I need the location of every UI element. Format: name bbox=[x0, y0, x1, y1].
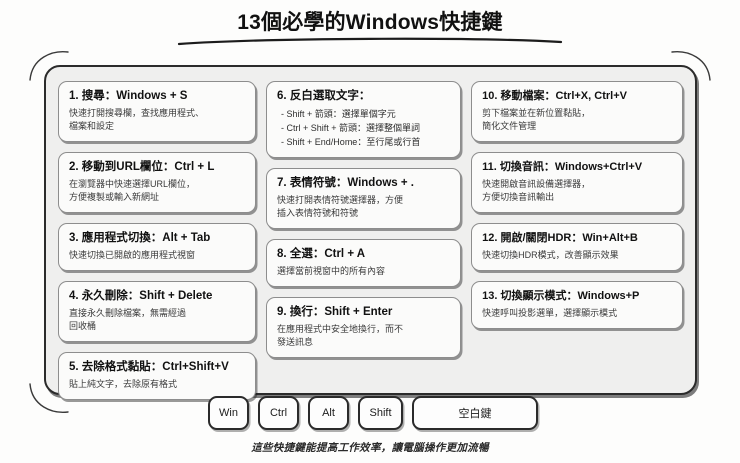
shortcut-card[interactable]: 11. 切換音訊：Windows+Ctrl+V 快速開啟音訊設備選擇器，方便切換… bbox=[471, 152, 683, 213]
shortcut-title: 1. 搜尋：Windows + S bbox=[69, 90, 188, 102]
corner-arc-bottom-left bbox=[29, 383, 69, 413]
key-space[interactable]: 空白鍵 bbox=[412, 396, 538, 430]
shortcut-columns: 1. 搜尋：Windows + S 快速打開搜尋欄，查找應用程式、檔案和設定 2… bbox=[46, 67, 695, 400]
shortcut-desc: 在瀏覽器中快速選擇URL欄位，方便複製或輸入新網址 bbox=[69, 179, 196, 202]
shortcut-card[interactable]: 1. 搜尋：Windows + S 快速打開搜尋欄，查找應用程式、檔案和設定 bbox=[58, 81, 257, 142]
shortcut-card[interactable]: 3. 應用程式切換：Alt + Tab 快速切換已開啟的應用程式視窗 bbox=[58, 223, 257, 271]
shortcut-desc: 快速打開表情符號選擇器，方便插入表情符號和符號 bbox=[277, 195, 404, 218]
shortcut-sub-list: - Shift + 箭頭：選擇單個字元 - Ctrl + Shift + 箭頭：選… bbox=[277, 107, 450, 149]
shortcut-card[interactable]: 13. 切換顯示模式：Windows+P 快速呼叫投影選單，選擇顯示模式 bbox=[471, 281, 683, 329]
title-underline-decoration bbox=[177, 37, 563, 46]
page-title: 13個必學的Windows快捷鍵 bbox=[237, 11, 503, 34]
shortcut-card[interactable]: 12. 開啟/關閉HDR：Win+Alt+B 快速切換HDR模式，改善顯示效果 bbox=[471, 223, 683, 271]
shortcut-title: 13. 切換顯示模式：Windows+P bbox=[482, 290, 640, 302]
shortcut-title: 8. 全選：Ctrl + A bbox=[277, 248, 366, 260]
shortcuts-panel: 1. 搜尋：Windows + S 快速打開搜尋欄，查找應用程式、檔案和設定 2… bbox=[44, 65, 697, 400]
shortcut-title: 2. 移動到URL欄位：Ctrl + L bbox=[69, 161, 215, 173]
shortcut-desc: 快速切換已開啟的應用程式視窗 bbox=[69, 250, 196, 260]
shortcut-desc: 剪下檔案並在新位置黏貼，簡化文件管理 bbox=[482, 108, 591, 131]
shortcut-title: 7. 表情符號：Windows + . bbox=[277, 177, 414, 189]
shortcut-title: 12. 開啟/關閉HDR：Win+Alt+B bbox=[482, 232, 638, 244]
shortcut-card[interactable]: 6. 反白選取文字： - Shift + 箭頭：選擇單個字元 - Ctrl + S… bbox=[266, 81, 462, 158]
shortcut-sub-item: - Ctrl + Shift + 箭頭：選擇整個單詞 bbox=[281, 123, 421, 133]
shortcut-card[interactable]: 7. 表情符號：Windows + . 快速打開表情符號選擇器，方便插入表情符號… bbox=[266, 168, 462, 229]
shortcut-sub-item: - Shift + End/Home：至行尾或行首 bbox=[281, 137, 421, 147]
corner-arc-top-right bbox=[671, 51, 711, 81]
shortcut-title: 3. 應用程式切換：Alt + Tab bbox=[69, 232, 211, 244]
shortcut-column-3: 10. 移動檔案：Ctrl+X, Ctrl+V 剪下檔案並在新位置黏貼，簡化文件… bbox=[471, 81, 683, 379]
shortcut-column-1: 1. 搜尋：Windows + S 快速打開搜尋欄，查找應用程式、檔案和設定 2… bbox=[58, 81, 257, 400]
shortcut-title: 4. 永久刪除：Shift + Delete bbox=[69, 290, 213, 302]
keyboard-key-row: Win Ctrl Alt Shift 空白鍵 bbox=[208, 396, 538, 430]
shortcut-title: 11. 切換音訊：Windows+Ctrl+V bbox=[482, 161, 643, 173]
shortcut-desc: 快速切換HDR模式，改善顯示效果 bbox=[482, 250, 619, 260]
shortcut-card[interactable]: 9. 換行：Shift + Enter 在應用程式中安全地換行，而不發送訊息 bbox=[266, 297, 462, 358]
shortcut-desc: 貼上純文字，去除原有格式 bbox=[69, 379, 178, 389]
shortcut-desc: 直接永久刪除檔案，無需經過回收桶 bbox=[69, 308, 187, 331]
footer-note: 這些快捷鍵能提高工作效率，讓電腦操作更加流暢 bbox=[251, 442, 489, 454]
shortcut-desc: 快速打開搜尋欄，查找應用程式、檔案和設定 bbox=[69, 108, 205, 131]
shortcut-desc: 快速呼叫投影選單，選擇顯示模式 bbox=[482, 308, 618, 318]
shortcut-title: 6. 反白選取文字： bbox=[277, 90, 371, 102]
key-shift[interactable]: Shift bbox=[358, 396, 403, 430]
key-ctrl[interactable]: Ctrl bbox=[258, 396, 299, 430]
shortcut-card[interactable]: 10. 移動檔案：Ctrl+X, Ctrl+V 剪下檔案並在新位置黏貼，簡化文件… bbox=[471, 81, 683, 142]
shortcut-sub-item: - Shift + 箭頭：選擇單個字元 bbox=[281, 109, 396, 119]
shortcut-column-2: 6. 反白選取文字： - Shift + 箭頭：選擇單個字元 - Ctrl + S… bbox=[266, 81, 462, 379]
shortcut-desc: 快速開啟音訊設備選擇器，方便切換音訊輸出 bbox=[482, 179, 591, 202]
shortcut-card[interactable]: 8. 全選：Ctrl + A 選擇當前視窗中的所有內容 bbox=[266, 239, 462, 287]
key-win[interactable]: Win bbox=[208, 396, 249, 430]
key-alt[interactable]: Alt bbox=[308, 396, 349, 430]
shortcut-title: 10. 移動檔案：Ctrl+X, Ctrl+V bbox=[482, 90, 627, 102]
title-area: 13個必學的Windows快捷鍵 bbox=[0, 8, 740, 52]
shortcut-card[interactable]: 2. 移動到URL欄位：Ctrl + L 在瀏覽器中快速選擇URL欄位，方便複製… bbox=[58, 152, 257, 213]
shortcut-desc: 在應用程式中安全地換行，而不發送訊息 bbox=[277, 324, 404, 347]
shortcut-card[interactable]: 4. 永久刪除：Shift + Delete 直接永久刪除檔案，無需經過回收桶 bbox=[58, 281, 257, 342]
corner-arc-top-left bbox=[29, 51, 69, 81]
shortcut-title: 5. 去除格式黏貼：Ctrl+Shift+V bbox=[69, 361, 229, 373]
shortcut-desc: 選擇當前視窗中的所有內容 bbox=[277, 266, 386, 276]
shortcut-card[interactable]: 5. 去除格式黏貼：Ctrl+Shift+V 貼上純文字，去除原有格式 bbox=[58, 352, 257, 400]
shortcut-title: 9. 換行：Shift + Enter bbox=[277, 306, 393, 318]
